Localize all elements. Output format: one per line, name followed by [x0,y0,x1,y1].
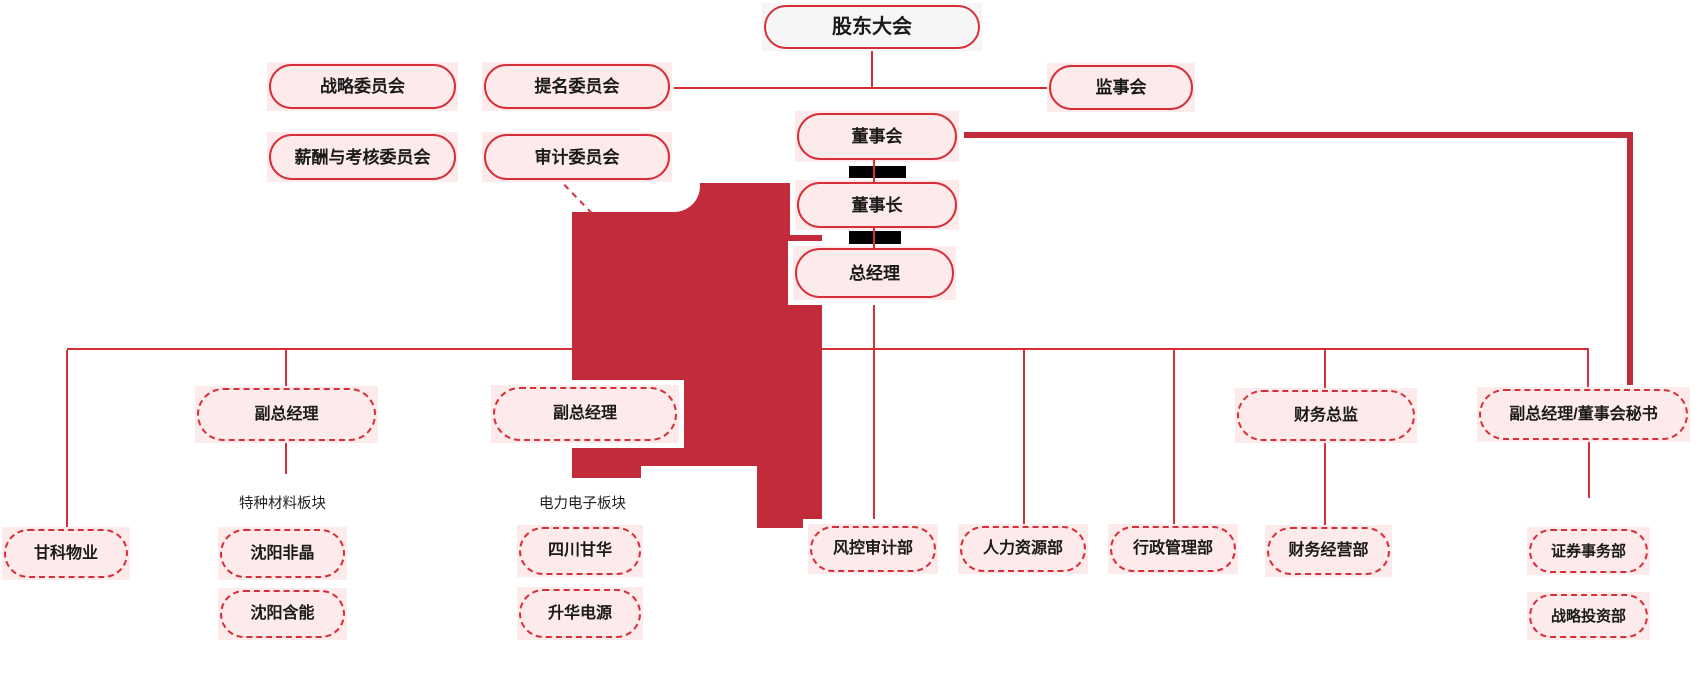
node-general-manager: 总经理 [793,246,956,300]
connector-shareholders-down [871,50,873,88]
node-finance-operation-dept: 财务经营部 [1265,525,1392,577]
connector-drop-risk-audit [873,350,875,524]
connector-audit-dashed-diagonal [563,184,593,215]
connector-board-chairman [873,160,875,182]
node-admin-dept: 行政管理部 [1108,524,1238,574]
group-label-power-electronics: 电力电子板块 [539,496,626,512]
watermark-blob-foot-left [572,466,641,478]
node-shareholders-meeting: 股东大会 [762,3,982,51]
connector-board-thick-horizontal [958,132,1633,138]
node-sichuan-ganhua: 四川甘华 [517,525,643,577]
node-vice-gm-left: 副总经理 [195,386,378,443]
node-chairman: 董事长 [795,180,959,230]
watermark-blob-foot-right [757,466,822,528]
connector-gm-down [873,300,875,350]
connector-drop-vice-gm-secretary [1587,350,1589,388]
node-remuneration-committee: 薪酬与考核委员会 [267,132,458,182]
connector-top-horizontal [674,87,1047,89]
connector-finance-director-down [1324,443,1326,525]
node-finance-director: 财务总监 [1235,388,1417,443]
node-risk-audit-dept: 风控审计部 [808,524,938,574]
node-securities-dept: 证券事务部 [1527,527,1650,575]
connector-drop-hr [1023,350,1025,524]
connector-drop-finance-director [1324,350,1326,389]
redaction-band-2 [849,231,901,244]
node-strategy-committee: 战略委员会 [267,62,458,111]
node-strategic-investment-dept: 战略投资部 [1527,592,1650,640]
node-shenyang-feijing: 沈阳非晶 [218,527,347,580]
node-board-of-directors: 董事会 [795,111,959,162]
node-vice-gm-mid: 副总经理 [491,385,679,443]
node-vice-gm-board-secretary: 副总经理/董事会秘书 [1477,387,1690,442]
connector-chairman-gm [873,228,875,248]
connector-drop-vice-gm-left [285,350,287,387]
connector-secretary-down [1588,442,1590,498]
connector-drop-ganke [66,350,68,527]
connector-distribution-horizontal [67,348,1589,350]
connector-drop-admin [1173,350,1175,524]
node-supervisory-board: 监事会 [1047,63,1195,112]
node-shenyang-hanneng: 沈阳含能 [218,588,347,640]
connector-vice-gm-left-down [285,443,287,474]
node-ganke-property: 甘科物业 [2,527,130,580]
node-hr-dept: 人力资源部 [958,524,1088,574]
group-label-special-materials: 特种材料板块 [239,496,326,512]
node-audit-committee: 审计委员会 [482,132,672,182]
redaction-band-1 [849,166,906,178]
node-shenghua-power: 升华电源 [517,587,643,640]
node-nomination-committee: 提名委员会 [482,62,672,111]
connector-board-thick-vertical [1627,132,1633,385]
